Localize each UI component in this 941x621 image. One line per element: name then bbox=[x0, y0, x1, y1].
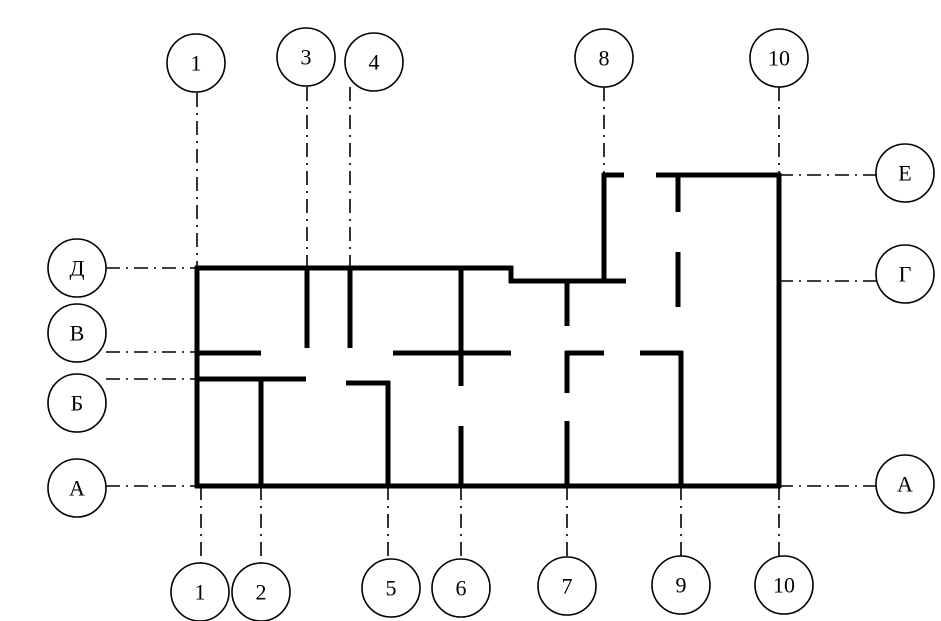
axis-label: А bbox=[69, 476, 85, 501]
axis-label: 4 bbox=[369, 50, 380, 75]
axis-label: 8 bbox=[599, 46, 610, 71]
axis-bubble-bottom-7: 7 bbox=[537, 556, 597, 616]
axis-bubble-bottom-9: 9 bbox=[651, 555, 711, 615]
axis-label: В bbox=[70, 321, 85, 346]
axis-bubble-bottom-1: 1 bbox=[170, 562, 230, 621]
axis-bubble-top-10: 10 bbox=[749, 28, 809, 88]
axis-label: 5 bbox=[386, 576, 397, 601]
axis-bubble-right-a: А bbox=[875, 454, 935, 514]
axis-bubble-top-8: 8 bbox=[574, 28, 634, 88]
axis-label: 6 bbox=[456, 576, 467, 601]
axis-bubble-bottom-5: 5 bbox=[361, 558, 421, 618]
axis-label: 9 bbox=[676, 573, 687, 598]
axis-label: 10 bbox=[768, 46, 790, 71]
axis-bubble-right-e: Е bbox=[875, 143, 935, 203]
axis-bubble-bottom-2: 2 bbox=[231, 562, 291, 621]
axis-bubble-bottom-6: 6 bbox=[431, 558, 491, 618]
axis-bubble-top-1: 1 bbox=[166, 33, 226, 93]
axis-label: 7 bbox=[562, 574, 573, 599]
axis-label: Г bbox=[899, 262, 912, 287]
axis-bubble-top-3: 3 bbox=[276, 27, 336, 87]
axis-bubble-left-a: А bbox=[47, 458, 107, 518]
axis-label: 1 bbox=[195, 580, 206, 605]
axis-label: Е bbox=[898, 161, 911, 186]
axis-bubble-left-b: Б bbox=[47, 373, 107, 433]
axis-label: Д bbox=[69, 256, 84, 281]
axis-label: А bbox=[897, 472, 913, 497]
axis-bubbles-right: Е Г А bbox=[875, 143, 935, 514]
axis-bubbles-bottom: 1 2 5 6 7 9 10 bbox=[170, 555, 814, 621]
axis-bubble-left-d: Д bbox=[47, 238, 107, 298]
axis-bubbles-top: 1 3 4 8 10 bbox=[166, 27, 809, 93]
axis-label: Б bbox=[71, 391, 84, 416]
axis-label: 1 bbox=[191, 51, 202, 76]
axis-bubble-top-4: 4 bbox=[344, 32, 404, 92]
axis-label: 10 bbox=[773, 573, 795, 598]
axis-bubble-bottom-10: 10 bbox=[754, 555, 814, 615]
axis-bubble-right-g: Г bbox=[875, 244, 935, 304]
axis-bubble-left-v: В bbox=[47, 303, 107, 363]
axis-lines bbox=[106, 87, 877, 566]
axis-bubbles-left: Д В Б А bbox=[47, 238, 107, 518]
axis-label: 3 bbox=[301, 45, 312, 70]
axis-label: 2 bbox=[256, 580, 267, 605]
walls bbox=[194, 172, 782, 489]
